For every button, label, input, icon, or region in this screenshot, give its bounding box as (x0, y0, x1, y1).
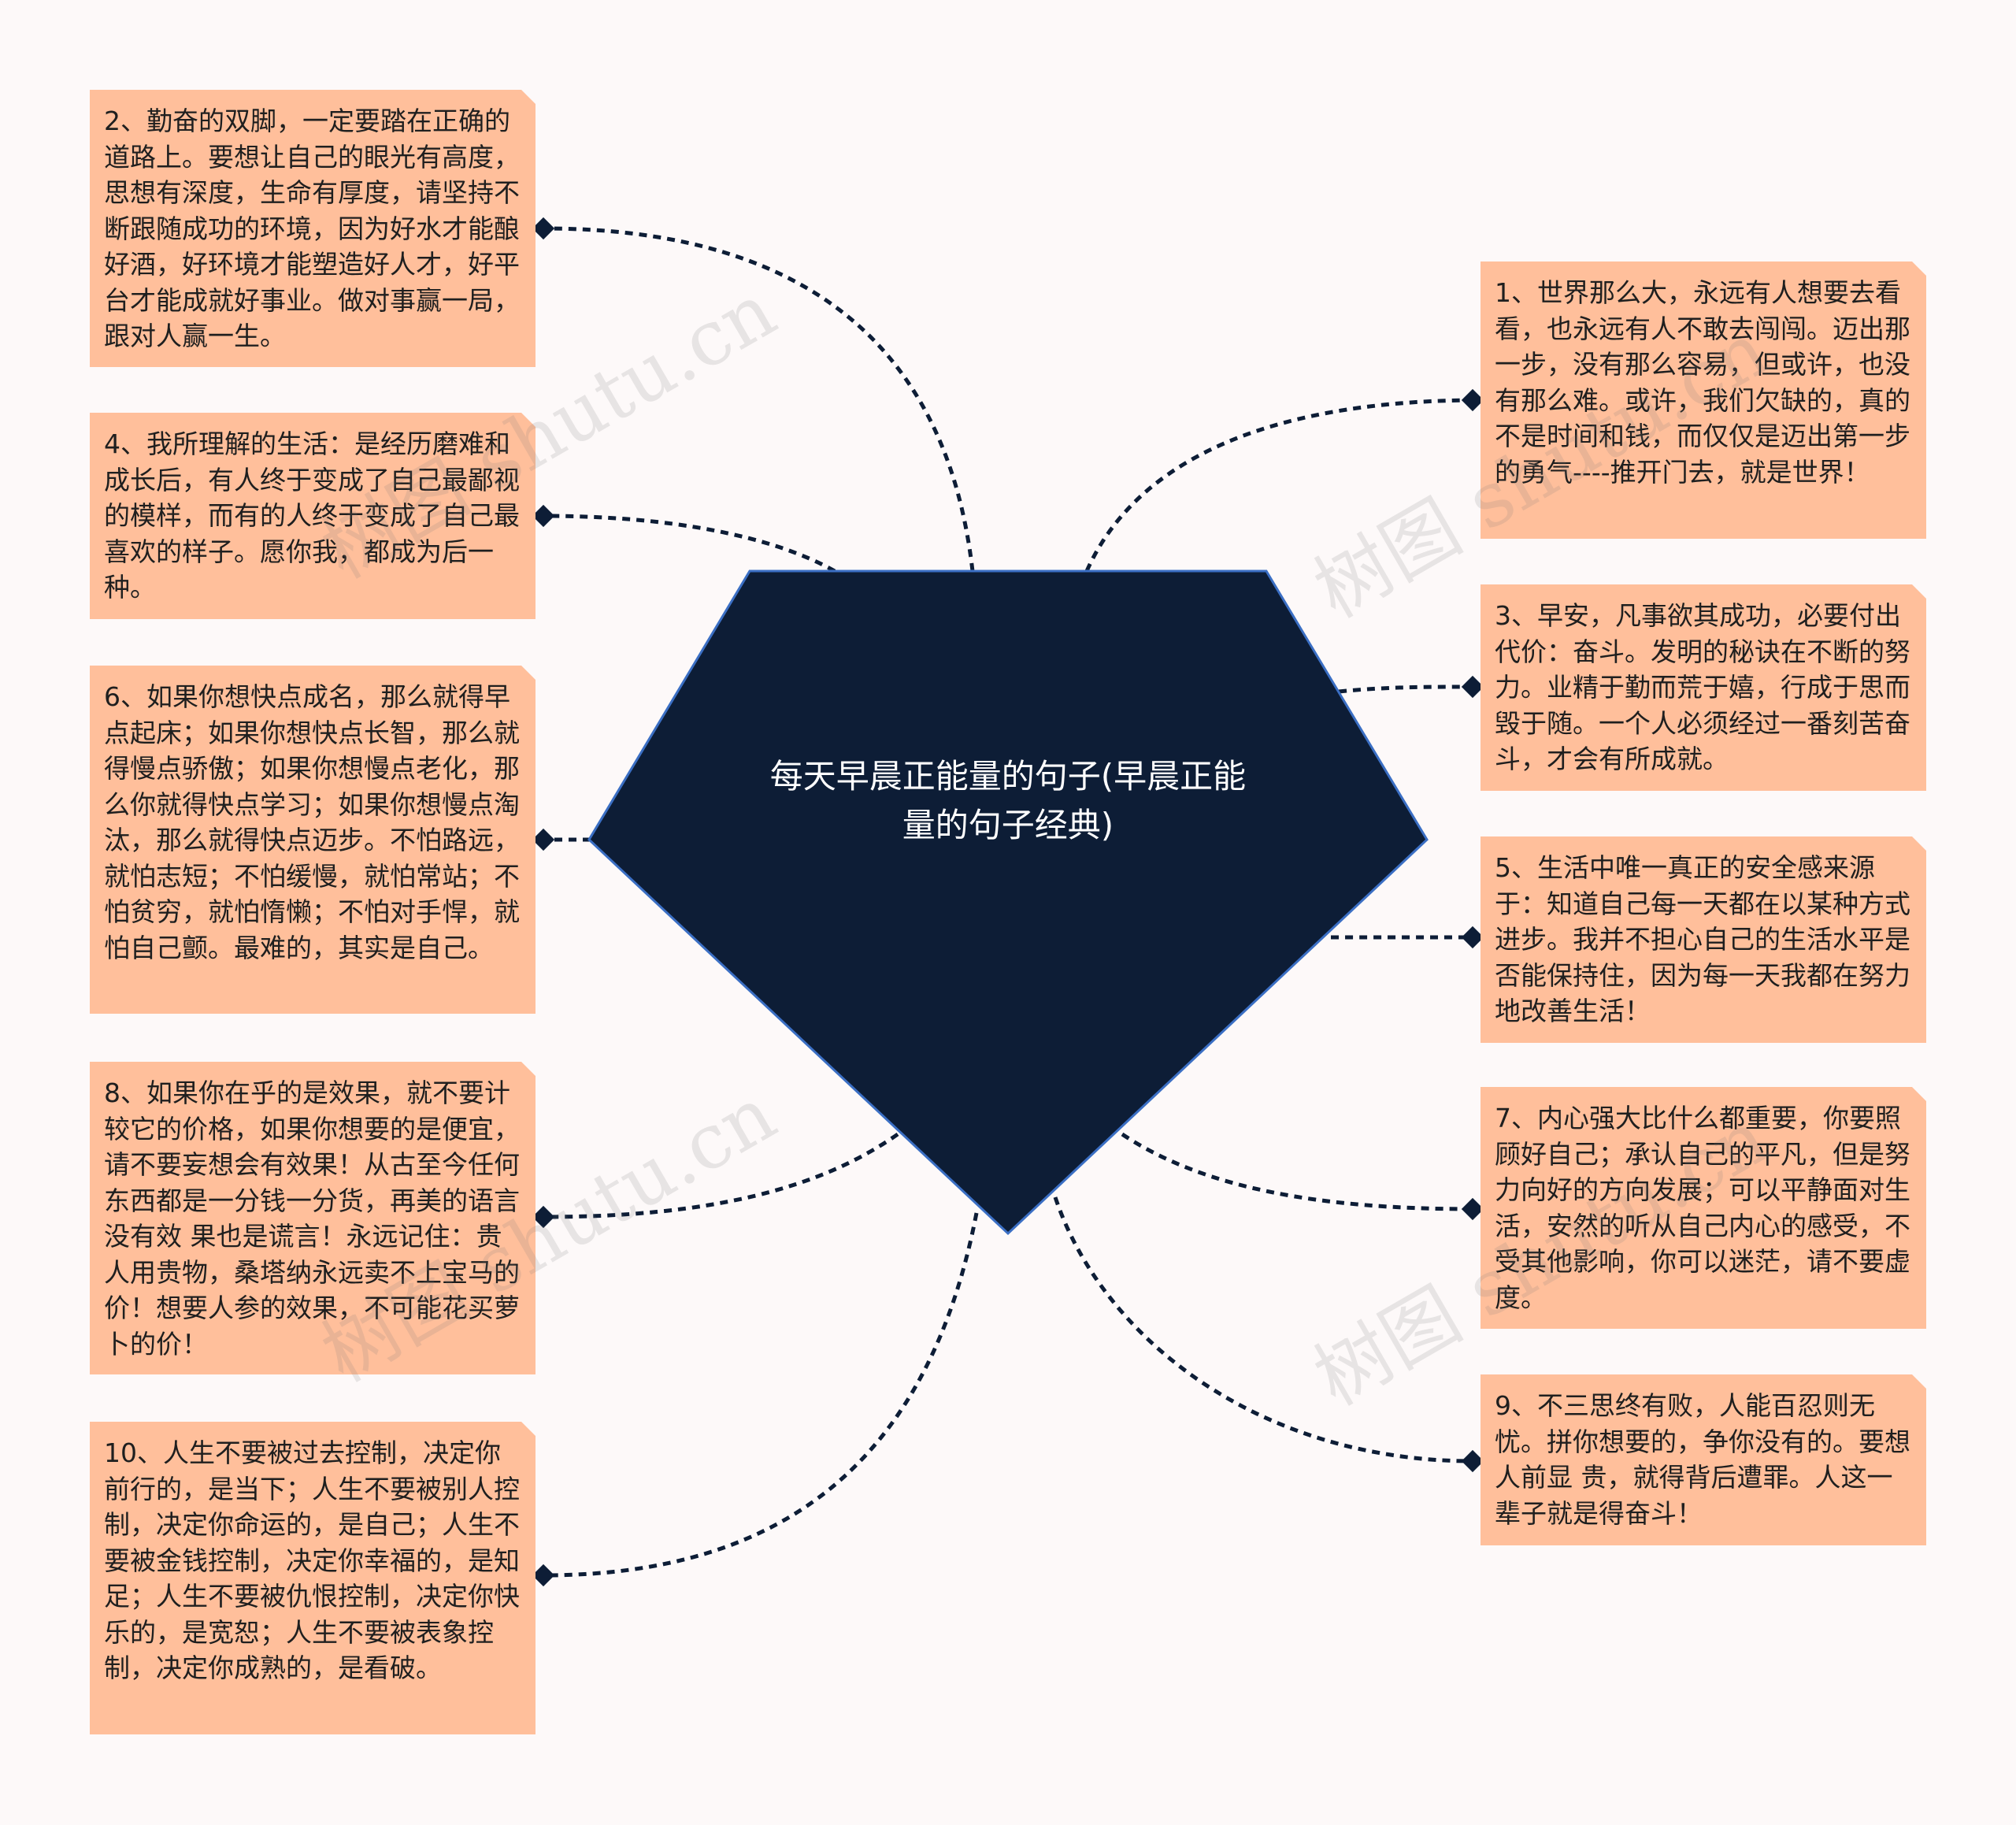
topic-node-6[interactable]: 6、如果你想快点成名，那么就得早点起床；如果你想快点长智，那么就得慢点骄傲；如果… (90, 666, 536, 1014)
topic-node-4[interactable]: 4、我所理解的生活：是经历磨难和成长后，有人终于变成了自己最鄙视的模样，而有的人… (90, 413, 536, 619)
topic-node-1[interactable]: 1、世界那么大，永远有人想要去看看，也永远有人不敢去闯闯。迈出那一步，没有那么容… (1480, 262, 1926, 539)
center-topic[interactable]: 每天早晨正能量的句子(早晨正能量的句子经典) (769, 757, 1247, 844)
connector-left-1 (543, 226, 975, 572)
connector-dot (532, 1563, 555, 1587)
connector-dot (532, 828, 555, 851)
connector-dot (532, 217, 555, 240)
connector-right-1 (1084, 398, 1473, 573)
topic-node-10[interactable]: 10、人生不要被过去控制，决定你前行的，是当下；人生不要被别人控制，决定你命运的… (90, 1422, 536, 1734)
connector-left-5 (543, 1212, 979, 1578)
connector-right-5 (1053, 1196, 1473, 1463)
topic-node-7[interactable]: 7、内心强大比什么都重要，你要照顾好自己；承认自己的平凡，但是努力向好的方向发展… (1480, 1087, 1926, 1329)
connector-right-2 (1338, 684, 1473, 694)
topic-node-9[interactable]: 9、不三思终有败，人能百忍则无忧。拼你想要的，争你没有的。要想人前显 贵，就得背… (1480, 1374, 1926, 1545)
connector-dot (532, 504, 555, 528)
connector-dot (1461, 388, 1484, 412)
connector-dot (1461, 675, 1484, 699)
connector-dot (532, 1205, 555, 1229)
connector-left-4 (543, 1132, 899, 1219)
topic-node-3[interactable]: 3、早安，凡事欲其成功，必要付出代价：奋斗。发明的秘诀在不断的努力。业精于勤而荒… (1480, 584, 1926, 791)
connector-dot (1461, 1449, 1484, 1473)
connector-left-2 (543, 514, 836, 573)
connector-right-4 (1121, 1132, 1473, 1211)
topic-node-8[interactable]: 8、如果你在乎的是效果，就不要计较它的价格，如果你想要的是便宜，请不要妄想会有效… (90, 1062, 536, 1374)
center-topic-shape (587, 569, 1429, 1236)
topic-node-2[interactable]: 2、勤奋的双脚，一定要踏在正确的道路上。要想让自己的眼光有高度，思想有深度，生命… (90, 90, 536, 367)
topic-node-5[interactable]: 5、生活中唯一真正的安全感来源于：知道自己每一天都在以某种方式进步。我并不担心自… (1480, 836, 1926, 1043)
connector-dot (1461, 925, 1484, 949)
connector-dot (1461, 1197, 1484, 1221)
